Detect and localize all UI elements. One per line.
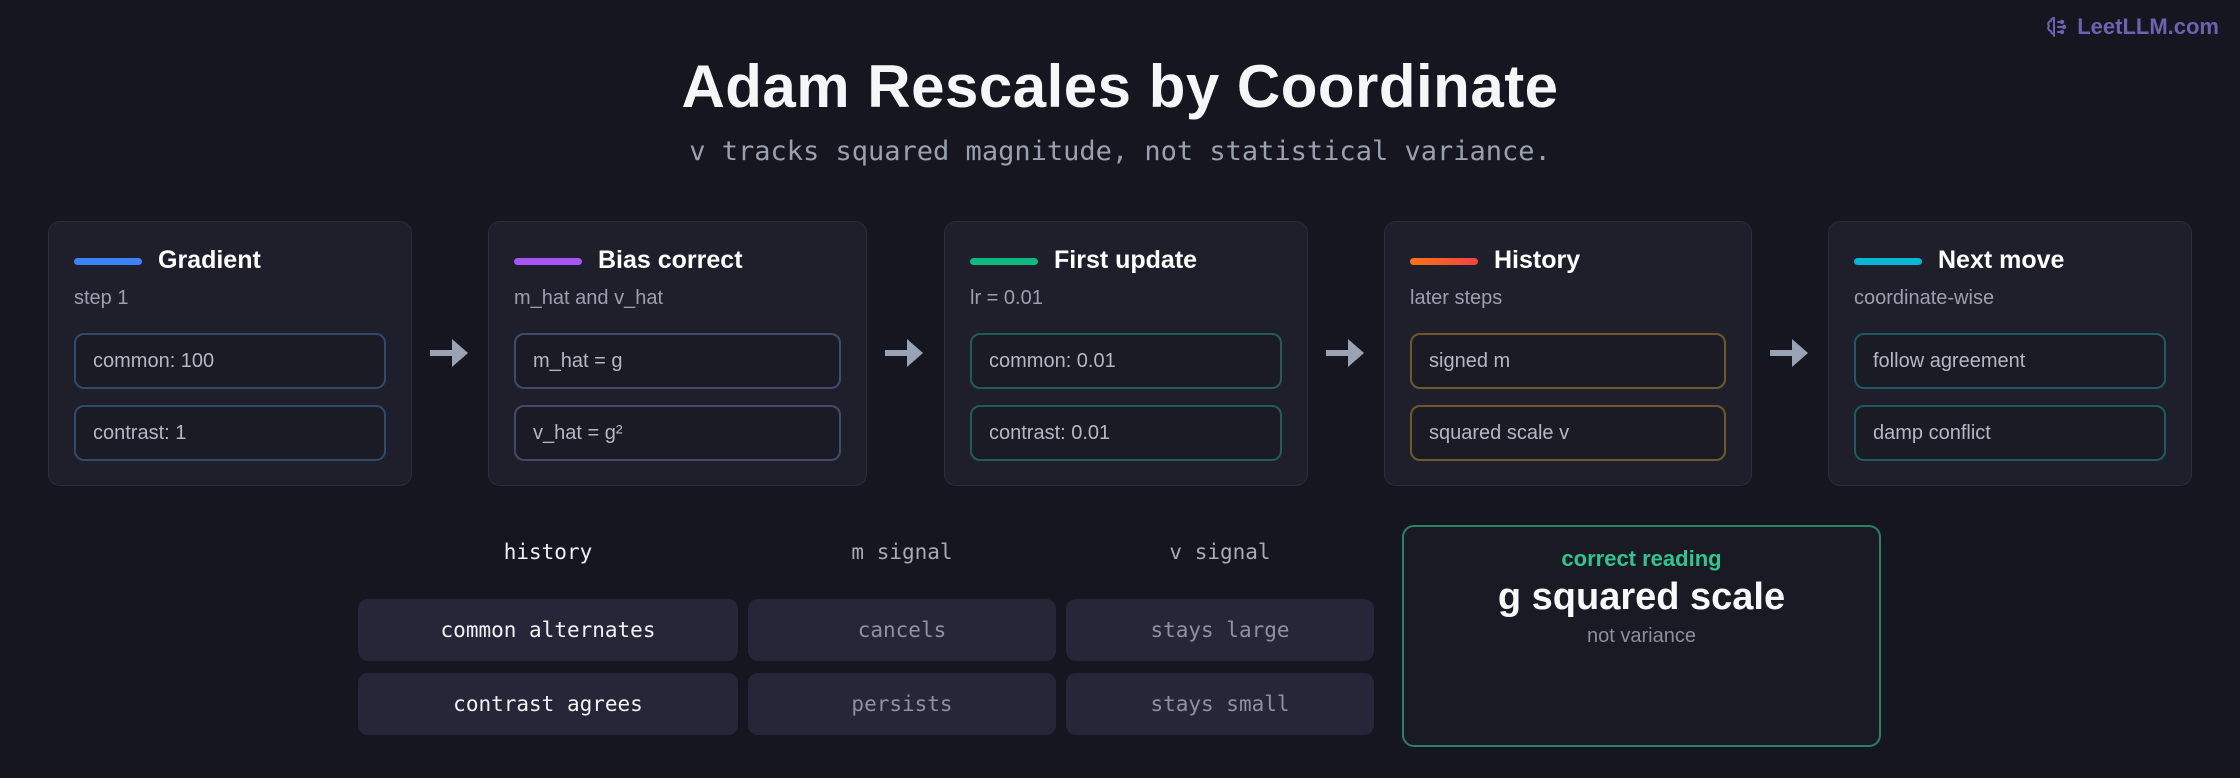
step-card-next-move: Next move coordinate-wise follow agreeme… — [1828, 221, 2192, 486]
step-item: common: 100 — [74, 333, 386, 389]
column-header-history: history — [503, 540, 593, 564]
step-title: Bias correct — [598, 246, 743, 274]
step-color-bar — [970, 258, 1038, 265]
table-cell-history: common alternates — [358, 599, 738, 661]
step-card-gradient: Gradient step 1 common: 100 contrast: 1 — [48, 221, 412, 486]
arrow-right-icon — [1770, 339, 1808, 367]
arrow-right-icon — [1326, 339, 1364, 367]
column-header-v-signal: v signal — [1169, 540, 1271, 564]
reading-label: correct reading — [1561, 546, 1722, 571]
brain-icon — [2047, 17, 2067, 37]
step-title: Next move — [1938, 246, 2065, 274]
column-header-m-signal: m signal — [851, 540, 953, 564]
table-cell-m-signal: persists — [748, 673, 1056, 735]
page-title: Adam Rescales by Coordinate — [681, 53, 1559, 120]
step-subtitle: coordinate-wise — [1854, 287, 1995, 309]
brand-text: LeetLLM.com — [2077, 14, 2219, 39]
step-item: signed m — [1410, 333, 1726, 389]
step-subtitle: lr = 0.01 — [970, 287, 1043, 309]
table-cell-m-signal: cancels — [748, 599, 1056, 661]
step-card-first-update: First update lr = 0.01 common: 0.01 cont… — [944, 221, 1308, 486]
step-item: follow agreement — [1854, 333, 2166, 389]
step-title: Gradient — [158, 246, 261, 274]
step-card-bias-correct: Bias correct m_hat and v_hat m_hat = g v… — [488, 221, 867, 486]
step-item: common: 0.01 — [970, 333, 1282, 389]
step-item: damp conflict — [1854, 405, 2166, 461]
table-cell-history: contrast agrees — [358, 673, 738, 735]
step-subtitle: later steps — [1410, 287, 1503, 309]
step-title: History — [1494, 246, 1581, 274]
step-color-bar — [74, 258, 142, 265]
step-item: contrast: 1 — [74, 405, 386, 461]
step-item: m_hat = g — [514, 333, 841, 389]
step-color-bar — [1410, 258, 1478, 265]
table-cell-v-signal: stays large — [1066, 599, 1374, 661]
step-color-bar — [514, 258, 582, 265]
brand-logo[interactable]: LeetLLM.com — [2045, 14, 2219, 40]
reading-value: g squared scale — [1497, 576, 1786, 618]
correct-reading-box: correct reading g squared scale not vari… — [1402, 525, 1881, 747]
step-item: squared scale v — [1410, 405, 1726, 461]
step-title: First update — [1054, 246, 1198, 274]
step-subtitle: step 1 — [74, 287, 129, 309]
arrow-right-icon — [885, 339, 923, 367]
arrow-right-icon — [430, 339, 468, 367]
step-color-bar — [1854, 258, 1922, 265]
step-item: v_hat = g² — [514, 405, 841, 461]
table-cell-v-signal: stays small — [1066, 673, 1374, 735]
step-item: contrast: 0.01 — [970, 405, 1282, 461]
step-subtitle: m_hat and v_hat — [514, 287, 663, 309]
page-subtitle: v tracks squared magnitude, not statisti… — [689, 136, 1551, 167]
reading-note: not variance — [1587, 625, 1696, 647]
step-card-history: History later steps signed m squared sca… — [1384, 221, 1752, 486]
